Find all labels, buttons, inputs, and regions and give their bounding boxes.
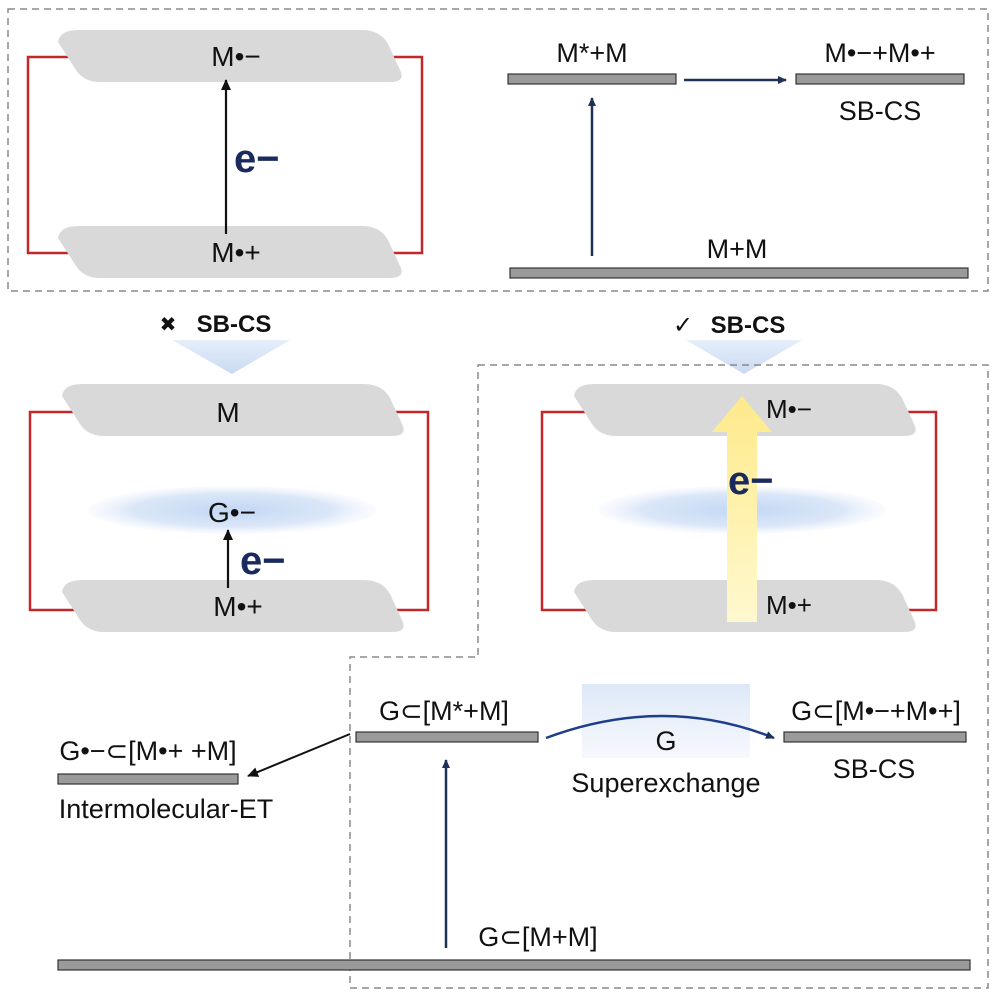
bottom-inter-caption: Intermolecular-ET	[59, 794, 274, 824]
mid-right-electron-label: e−	[728, 459, 774, 503]
top-left-top-plate	[58, 30, 402, 82]
mid-left-bottom-plate-label: M•+	[213, 591, 262, 622]
top-right-cs-label: M•−+M•+	[824, 38, 935, 68]
top-right-cs-level	[795, 73, 965, 85]
top-right-cs-caption: SB-CS	[839, 96, 922, 126]
bottom-energy-diagram: G⊂[M*+M] G•−⊂[M•+ +M] Intermolecular-ET …	[57, 684, 971, 971]
top-left-cyclophane: M•− M•+ e−	[26, 30, 424, 278]
top-dashed-frame	[7, 8, 989, 292]
bottom-inter-level	[57, 773, 239, 785]
left-transition-arrow	[172, 340, 290, 374]
top-left-bottom-plate	[58, 226, 402, 278]
bottom-ground-label: G⊂[M+M]	[478, 922, 597, 952]
mid-right-bottom-plate-label: M•+	[766, 590, 812, 620]
mid-right-electron-glow-arrow	[712, 396, 772, 622]
top-right-energy-diagram: M*+M M•−+M•+ SB-CS M+M	[507, 38, 969, 279]
bottom-inter-label: G•−⊂[M•+ +M]	[59, 736, 236, 766]
mid-left-cyclophane: M G•− e− M•+	[28, 384, 430, 632]
left-transition-cross-icon: ✖	[160, 314, 177, 336]
bottom-cs-caption: SB-CS	[833, 754, 916, 784]
top-right-excited-label: M*+M	[556, 38, 627, 68]
mid-left-bracket	[28, 410, 430, 612]
right-transition-check-icon: ✓	[673, 312, 693, 339]
mid-left-bottom-plate	[62, 580, 404, 632]
bottom-excited-label: G⊂[M*+M]	[379, 696, 509, 726]
top-left-electron-label: e−	[234, 137, 280, 181]
mid-right-bracket	[540, 410, 938, 612]
top-right-ground-level	[509, 267, 969, 279]
left-transition-label: SB-CS	[197, 311, 272, 338]
guest-box-label: G	[655, 726, 676, 756]
right-transition-label: SB-CS	[711, 312, 786, 339]
superexchange-arrow	[545, 714, 775, 740]
top-left-bracket	[26, 55, 424, 255]
mid-left-guest-ellipse	[88, 486, 376, 534]
right-transition-arrow	[686, 340, 802, 374]
right-transition: ✓ SB-CS	[673, 312, 802, 374]
mid-right-cyclophane: M•− e− M•+	[540, 384, 938, 632]
mid-left-guest-label: G•−	[208, 497, 256, 528]
top-right-excited-level	[507, 73, 677, 85]
bottom-cs-label: G⊂[M•−+M•+]	[791, 696, 961, 726]
mid-left-electron-label: e−	[240, 539, 286, 583]
intermolecular-et-arrow	[247, 733, 351, 777]
mid-left-top-plate	[62, 384, 404, 436]
left-transition: ✖ SB-CS	[160, 311, 290, 374]
bottom-excited-level	[355, 731, 539, 743]
top-right-ground-label: M+M	[707, 234, 768, 264]
superexchange-label: Superexchange	[571, 768, 760, 798]
top-left-top-plate-label: M•−	[211, 41, 260, 72]
mid-left-top-plate-label: M	[216, 397, 239, 428]
bottom-ground-level	[57, 959, 971, 971]
bottom-cs-level	[783, 731, 967, 743]
mid-right-top-plate-label: M•−	[766, 394, 812, 424]
top-left-bottom-plate-label: M•+	[211, 237, 260, 268]
bottom-dashed-frame	[349, 364, 989, 989]
